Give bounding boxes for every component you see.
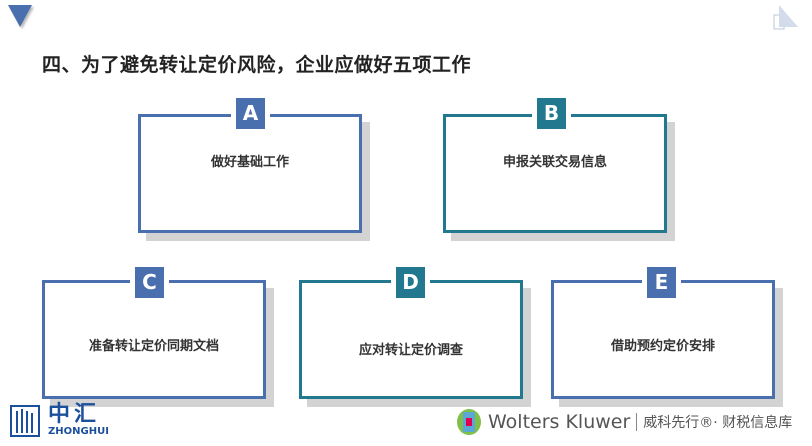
- page-corner-icon: [773, 5, 798, 30]
- card-d-badge: D: [391, 262, 430, 303]
- zhonghui-en: ZHONGHUI: [48, 426, 109, 437]
- card-b: 申报关联交易信息: [443, 114, 667, 233]
- card-a-badge: A: [231, 93, 270, 134]
- card-e-text: 借助预约定价安排: [610, 339, 715, 354]
- wolters-kluwer-brand: Wolters Kluwer: [488, 411, 631, 433]
- card-d-text: 应对转让定价调查: [358, 343, 463, 358]
- card-a: 做好基础工作: [138, 114, 362, 233]
- triangle-marker-icon: [8, 5, 32, 27]
- card-a-text: 做好基础工作: [210, 155, 289, 170]
- card-c-badge: C: [130, 262, 169, 303]
- card-b-text: 申报关联交易信息: [502, 155, 607, 170]
- page-title: 四、为了避免转让定价风险，企业应做好五项工作: [42, 54, 472, 76]
- card-b-badge: B: [532, 93, 571, 134]
- zhonghui-logo: 中汇 ZHONGHUI: [10, 404, 109, 438]
- card-d: 应对转让定价调查: [299, 280, 523, 399]
- zhonghui-cn: 中汇: [48, 402, 101, 427]
- wolters-kluwer-logo: Wolters Kluwer 威科先行®· 财税信息库: [456, 408, 792, 436]
- card-c-text: 准备转让定价同期文档: [88, 339, 219, 354]
- wolters-kluwer-logo-icon: [457, 409, 481, 435]
- card-e-badge: E: [642, 262, 681, 303]
- card-e: 借助预约定价安排: [551, 280, 775, 399]
- zhonghui-logo-icon: [10, 405, 40, 437]
- wolters-kluwer-cn: 威科先行®· 财税信息库: [643, 415, 793, 431]
